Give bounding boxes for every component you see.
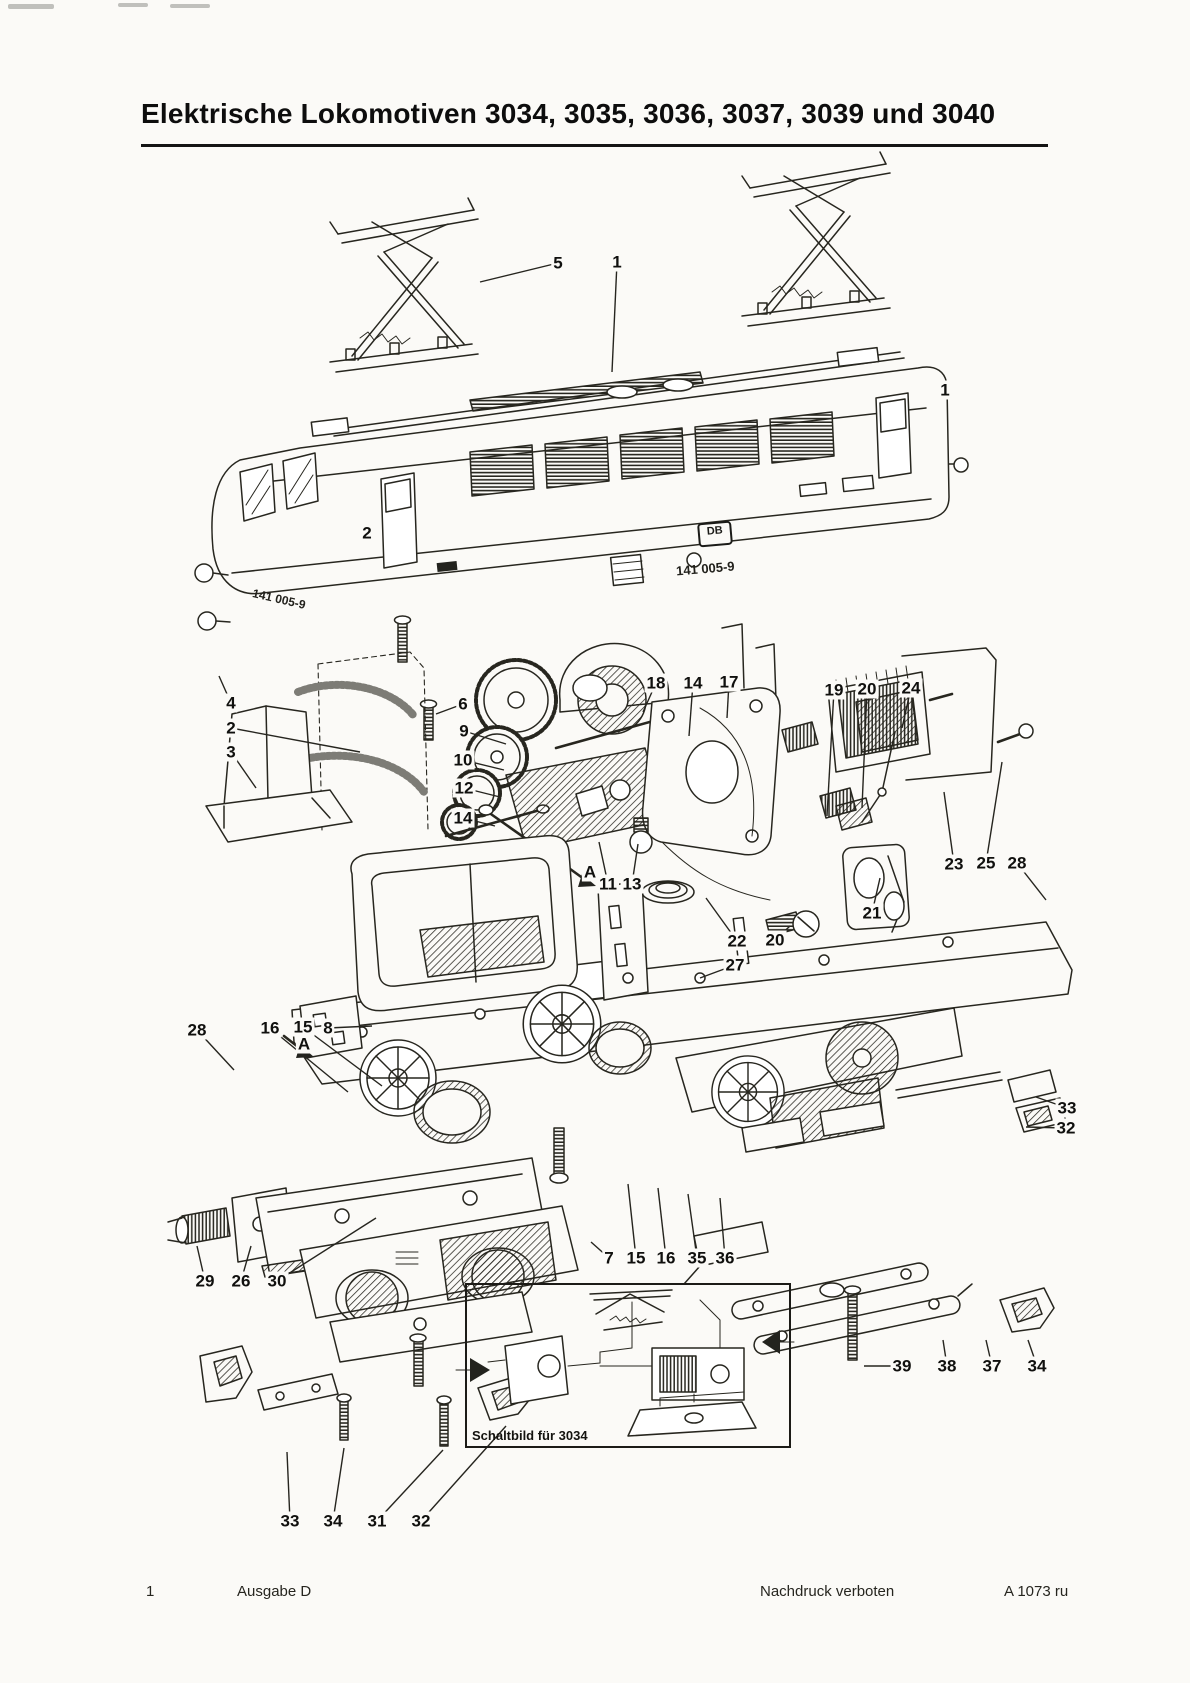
locomotive-body: [194, 151, 969, 631]
page-footer: 1 Ausgabe D Nachdruck verboten A 1073 ru: [0, 1583, 1190, 1613]
chassis-frame: [291, 916, 1073, 1085]
title-rule: [141, 144, 1048, 147]
footer-page-number: 1: [146, 1583, 155, 1600]
part-callout-9: 9: [457, 721, 471, 741]
db-logo: DB: [697, 520, 733, 548]
scan-artifact: [118, 3, 148, 7]
part-callout-16: 16: [258, 1018, 282, 1038]
part-callout-3: 3: [224, 742, 238, 762]
part-callout-11: 11: [597, 874, 619, 894]
part-callout-32: 32: [1054, 1118, 1078, 1138]
reverse-unit: [827, 647, 1034, 823]
part-callout-39: 39: [890, 1356, 914, 1376]
part-callout-28: 28: [1005, 853, 1029, 873]
part-callout-20: 20: [855, 679, 879, 699]
part-callout-15: 15: [624, 1248, 648, 1268]
callout-leader-line: [332, 1447, 345, 1522]
road-number-side: 141 005-9: [675, 558, 736, 579]
view-marker-a: A: [295, 1034, 313, 1054]
part-callout-8: 8: [321, 1018, 335, 1038]
part-callout-28: 28: [185, 1020, 209, 1040]
motor-assembly: [505, 623, 873, 938]
schematic-inset: Schaltbild für 3034: [465, 1283, 791, 1448]
part-callout-14: 14: [451, 808, 475, 828]
callout-leader-line: [276, 1217, 377, 1282]
frame-mask: [255, 1157, 547, 1278]
part-callout-31: 31: [365, 1511, 389, 1531]
part-callout-17: 17: [717, 672, 741, 692]
part-callout-13: 13: [620, 874, 644, 894]
part-callout-33: 33: [1055, 1098, 1079, 1118]
callout-leader-line: [943, 791, 955, 865]
callout-leader-line: [302, 1026, 383, 1087]
part-callout-7: 7: [602, 1248, 616, 1268]
part-callout-27: 27: [723, 955, 747, 975]
callout-leader-line: [611, 261, 618, 373]
part-callout-21: 21: [860, 903, 884, 923]
part-callout-18: 18: [644, 673, 668, 693]
part-callout-32: 32: [409, 1511, 433, 1531]
wheelsets: [359, 984, 652, 1184]
callout-leader-line: [479, 262, 559, 283]
part-callout-1: 1: [938, 380, 952, 400]
callout-leader-line: [627, 1183, 637, 1259]
callout-leader-line: [985, 761, 1003, 864]
part-callout-15: 15: [291, 1017, 315, 1037]
callout-leader-line: [230, 727, 361, 753]
part-callout-36: 36: [713, 1248, 737, 1268]
part-callout-25: 25: [974, 853, 998, 873]
callout-leader-line: [376, 1449, 444, 1522]
part-callout-24: 24: [899, 678, 923, 698]
part-callout-29: 29: [193, 1271, 217, 1291]
footer-edition: Ausgabe D: [237, 1583, 312, 1600]
part-callout-2: 2: [360, 523, 374, 543]
part-callout-2: 2: [224, 718, 238, 738]
road-number-front: 141 005-9: [251, 586, 307, 612]
part-callout-33: 33: [278, 1511, 302, 1531]
body-screws: [393, 615, 438, 741]
part-callout-38: 38: [935, 1356, 959, 1376]
brush-holder-assembly: [205, 651, 429, 843]
part-callout-35: 35: [685, 1248, 709, 1268]
part-callout-34: 34: [1025, 1356, 1049, 1376]
rear-bogie: [675, 1007, 1067, 1153]
part-callout-16: 16: [654, 1248, 678, 1268]
inset-label: Schaltbild für 3034: [472, 1428, 588, 1443]
scan-artifact: [170, 4, 210, 8]
part-callout-5: 5: [551, 253, 565, 273]
part-callout-14: 14: [681, 673, 705, 693]
page-title: Elektrische Lokomotiven 3034, 3035, 3036…: [141, 98, 996, 129]
part-callout-12: 12: [452, 778, 476, 798]
part-callout-10: 10: [451, 750, 475, 770]
part-callout-6: 6: [456, 694, 470, 714]
contact-plate: [597, 879, 649, 1001]
callout-leader-line: [657, 1187, 667, 1259]
front-beam-parts: [167, 1187, 293, 1263]
callout-leader-line: [861, 688, 868, 809]
part-callout-19: 19: [822, 680, 846, 700]
part-callout-34: 34: [321, 1511, 345, 1531]
part-callout-1: 1: [610, 252, 624, 272]
view-marker-a: A: [581, 862, 599, 882]
callout-leader-line: [826, 689, 835, 817]
part-callout-37: 37: [980, 1356, 1004, 1376]
part-callout-23: 23: [942, 854, 966, 874]
part-callout-4: 4: [224, 693, 238, 713]
part-callout-20: 20: [763, 930, 787, 950]
part-callout-30: 30: [265, 1271, 289, 1291]
footer-copyright-notice: Nachdruck verboten: [760, 1583, 895, 1600]
footer-doc-code: A 1073 ru: [1004, 1583, 1069, 1600]
part-callout-26: 26: [229, 1271, 253, 1291]
part-callout-22: 22: [725, 931, 749, 951]
scan-artifact: [8, 4, 54, 9]
